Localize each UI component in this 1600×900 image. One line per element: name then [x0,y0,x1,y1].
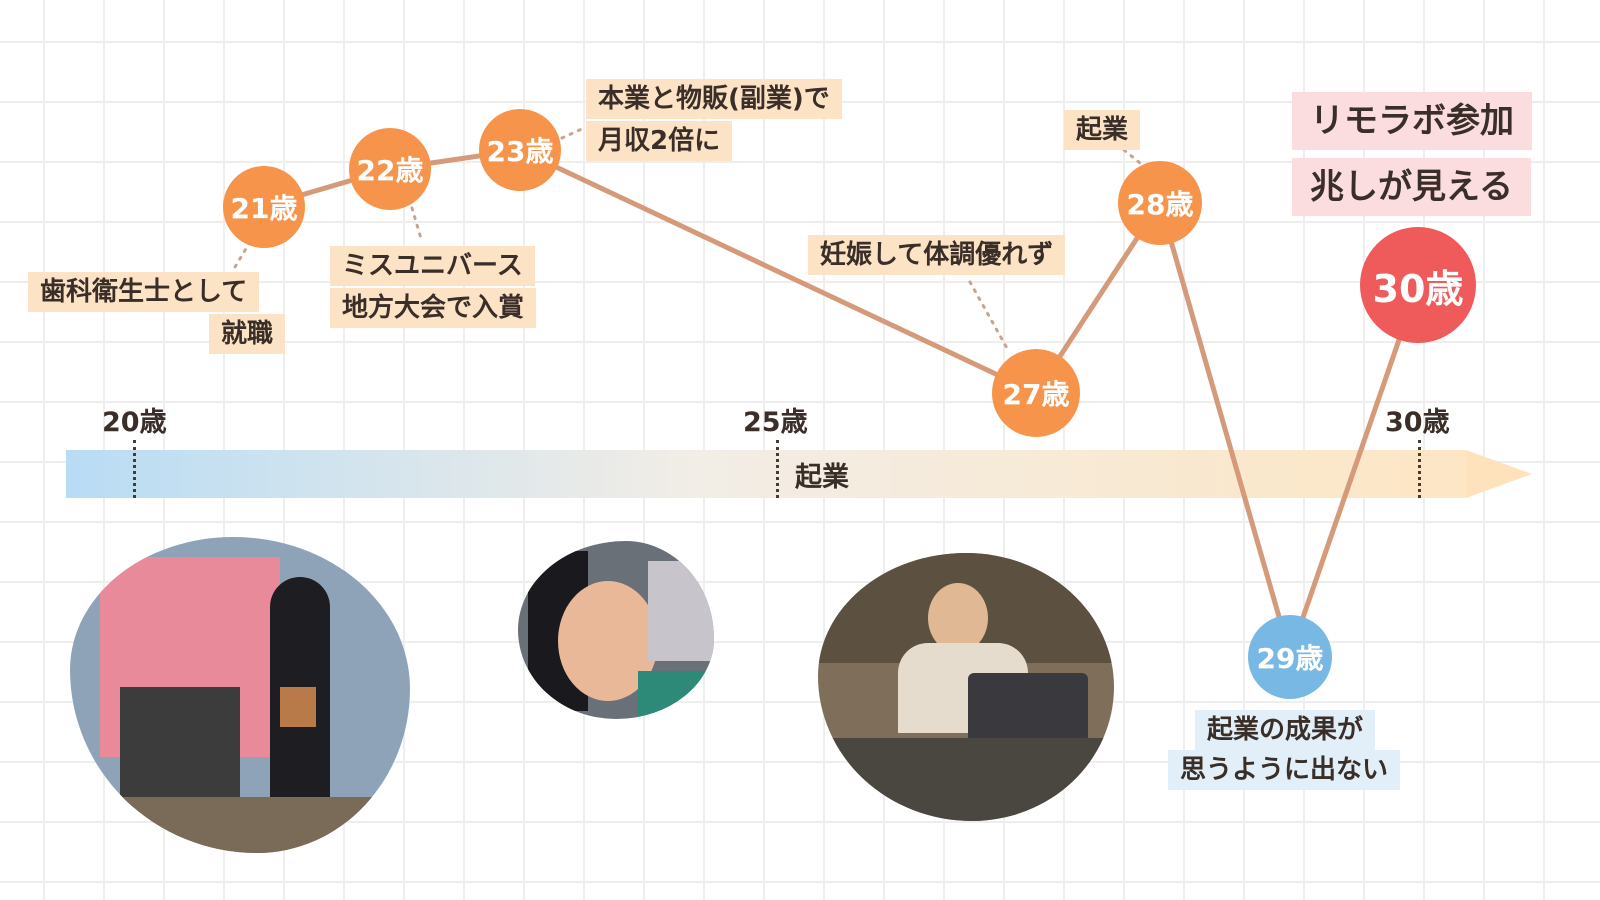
leader-23 [560,126,586,140]
axis-label-30: 30歳 [1385,407,1450,438]
note-age30-line1: リモラボ参加 [1292,92,1532,150]
axis-tick-30 [1418,440,1421,498]
note-age28: 起業 [1064,110,1141,150]
photo-woman-laptop [818,553,1114,821]
photo-table [818,738,1114,821]
node-age-23: 23歳 [479,109,561,191]
axis-center-label: 起業 [795,462,849,493]
note-age22-line1: ミスユニバース [330,246,535,286]
note-age30-line2: 兆しが見える [1292,158,1531,216]
photo-laptop [968,673,1088,743]
leader-22 [410,206,424,244]
note-age29-line1: 起業の成果が [1195,710,1376,750]
photo-signboard [120,687,240,807]
leader-28 [1122,148,1142,165]
note-age27: 妊娠して体調優れず [808,235,1066,275]
node-age-30: 30歳 [1360,227,1476,343]
timeline-axis-arrowhead [1466,450,1532,498]
axis-label-20: 20歳 [102,407,167,438]
photo-standing-woman [70,537,410,853]
connector-29-30 [1287,282,1421,658]
leader-21 [230,240,252,274]
note-age29-line2: 思うように出ない [1168,750,1401,790]
note-age23-line1: 本業と物販(副業)で [586,79,842,119]
photo-ground [70,797,410,853]
node-age-27: 27歳 [992,349,1080,437]
axis-tick-25 [776,440,779,498]
axis-tick-20 [133,440,136,498]
photo-portrait-smile [518,541,714,719]
leader-27 [968,280,1010,352]
note-age21-line1: 歯科衛生士として [28,272,260,312]
node-age-22: 22歳 [349,128,431,210]
node-age-29: 29歳 [1248,615,1332,699]
axis-label-25: 25歳 [743,407,808,438]
photo-dress [638,671,714,719]
note-age22-line2: 地方大会で入賞 [330,288,537,328]
connector-28-29 [1157,200,1293,658]
photo-head [928,583,988,653]
connector-23-27 [517,147,1039,396]
photo-background-glare [648,561,714,661]
photo-skirt [280,687,316,727]
node-age-28: 28歳 [1118,161,1202,245]
note-age23-line2: 月収2倍に [586,121,733,161]
node-age-21: 21歳 [223,166,305,248]
note-age21-line2: 就職 [209,314,286,354]
